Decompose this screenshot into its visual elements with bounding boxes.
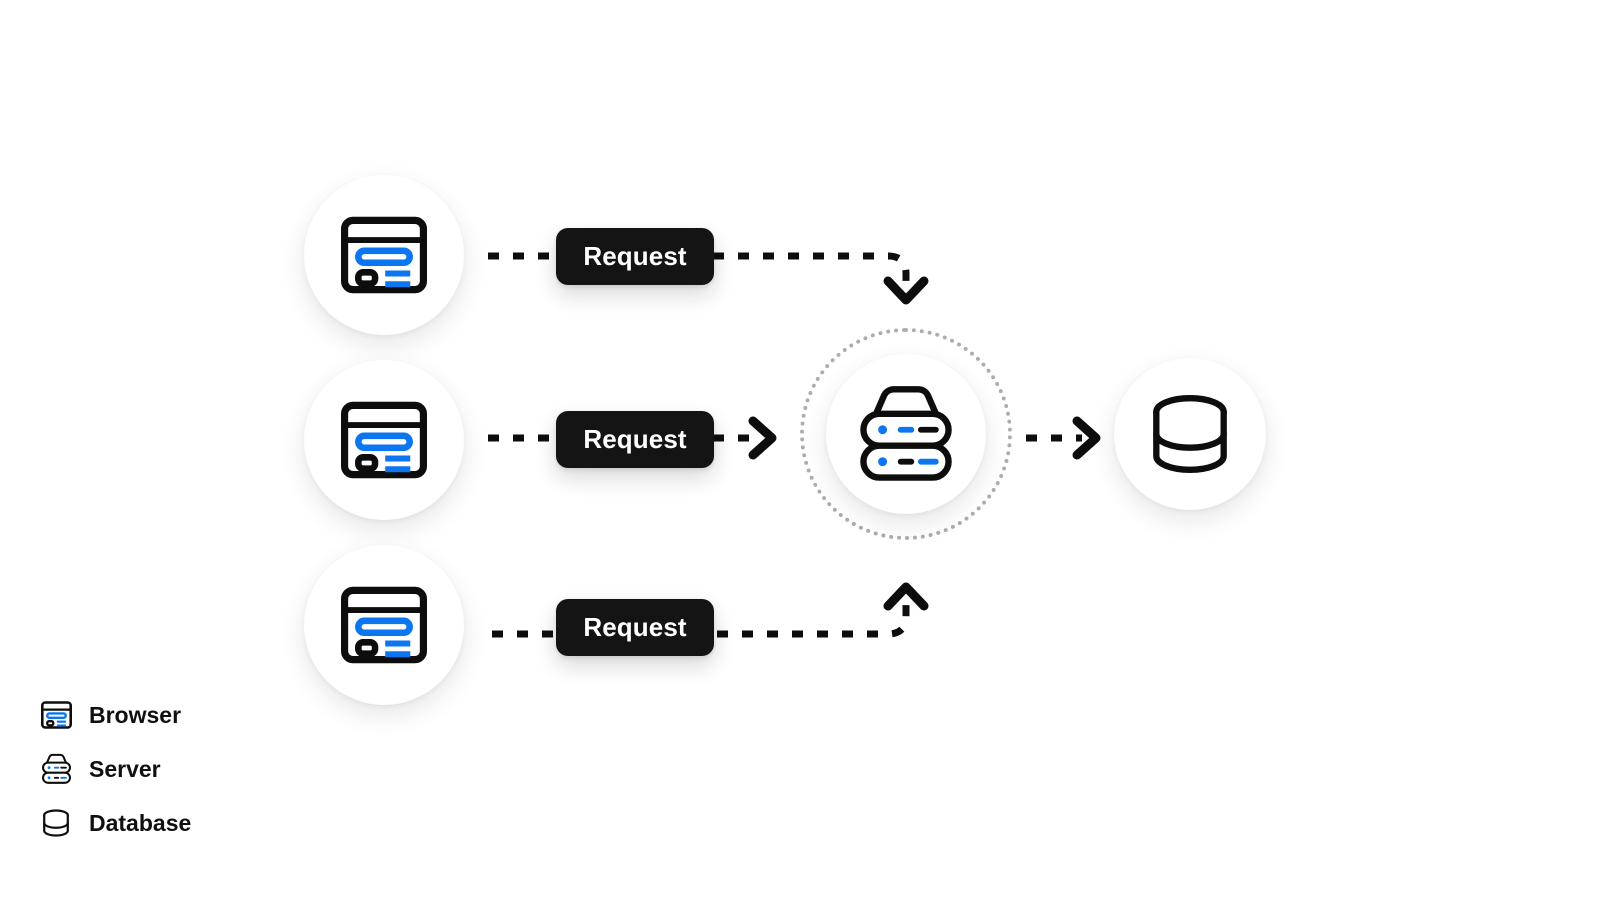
legend-item-label: Browser xyxy=(89,701,182,728)
chevron-down-arrowhead xyxy=(883,276,929,305)
browser-icon xyxy=(341,582,427,668)
node-browser-top[interactable] xyxy=(304,175,464,335)
pill-request-middle[interactable]: Request xyxy=(556,411,714,468)
browser-icon xyxy=(341,212,427,298)
legend-item-database: Database xyxy=(40,806,191,840)
node-database[interactable] xyxy=(1114,358,1266,510)
chevron-right-arrowhead xyxy=(1072,416,1101,460)
browser-icon xyxy=(40,699,72,731)
node-browser-middle[interactable] xyxy=(304,360,464,520)
pill-request-top[interactable]: Request xyxy=(556,228,714,285)
edge-database xyxy=(1026,416,1101,460)
edge-bottom xyxy=(492,582,929,638)
legend-item-browser: Browser xyxy=(40,698,191,732)
server-highlight-ring xyxy=(800,328,1012,540)
pill-request-bottom[interactable]: Request xyxy=(556,599,714,656)
legend-item-server: Server xyxy=(40,752,191,786)
server-icon xyxy=(856,384,956,484)
browser-icon xyxy=(341,397,427,483)
database-icon xyxy=(40,807,72,839)
chevron-right-arrowhead xyxy=(748,416,777,460)
node-server[interactable] xyxy=(826,354,986,514)
legend-item-label: Server xyxy=(89,755,161,782)
legend: Browser Server Database xyxy=(40,698,191,840)
edge-top xyxy=(488,252,929,305)
legend-item-label: Database xyxy=(89,809,192,836)
database-icon xyxy=(1150,394,1230,474)
chevron-up-arrowhead xyxy=(883,582,929,611)
node-browser-bottom[interactable] xyxy=(304,545,464,705)
server-icon xyxy=(40,753,72,785)
